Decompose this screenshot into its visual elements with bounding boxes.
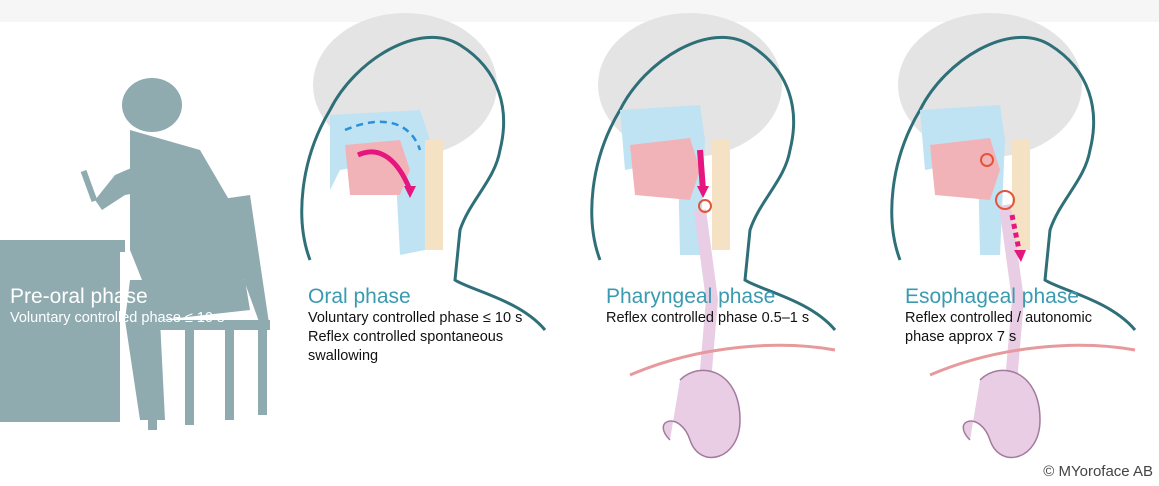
tongue — [630, 138, 700, 200]
esophageal-head — [892, 13, 1135, 457]
person-head — [122, 78, 182, 132]
table-top — [0, 240, 125, 252]
chair-leg-3 — [225, 330, 234, 420]
chair-leg-2 — [185, 330, 194, 425]
phase-line: Reflex controlled spontaneous — [308, 328, 522, 347]
diaphragm — [630, 345, 835, 375]
phase-line: Voluntary controlled phase ≤ 10 s — [308, 309, 522, 328]
tongue — [930, 138, 1000, 200]
spine — [712, 140, 730, 250]
caption-pharyngeal: Pharyngeal phase Reflex controlled phase… — [606, 285, 809, 328]
phase-line: Reflex controlled phase 0.5–1 s — [606, 309, 809, 328]
phase-line: phase approx 7 s — [905, 328, 1092, 347]
caption-pre-oral: Pre-oral phase Voluntary controlled phas… — [10, 285, 224, 328]
fork — [81, 170, 98, 202]
chair-leg-1 — [148, 330, 157, 430]
phase-title: Pre-oral phase — [10, 285, 224, 309]
stomach — [663, 370, 740, 457]
copyright: © MYoroface AB — [1043, 463, 1153, 480]
phase-title: Esophageal phase — [905, 285, 1092, 309]
stomach — [963, 370, 1040, 457]
pharyngeal-head — [592, 13, 835, 457]
phase-title: Oral phase — [308, 285, 522, 309]
spine — [425, 140, 443, 250]
chair-leg-4 — [258, 330, 267, 415]
oral-head — [302, 13, 545, 330]
table-cloth — [0, 252, 120, 422]
phase-line: Voluntary controlled phase ≤ 10 s — [10, 309, 224, 328]
phase-line: swallowing — [308, 347, 522, 366]
caption-oral: Oral phase Voluntary controlled phase ≤ … — [308, 285, 522, 366]
diaphragm — [930, 345, 1135, 375]
caption-esophageal: Esophageal phase Reflex controlled / aut… — [905, 285, 1092, 347]
phase-line: Reflex controlled / autonomic — [905, 309, 1092, 328]
pre-oral-silhouette — [0, 78, 270, 430]
phase-title: Pharyngeal phase — [606, 285, 809, 309]
bolus-arrow — [700, 150, 703, 190]
